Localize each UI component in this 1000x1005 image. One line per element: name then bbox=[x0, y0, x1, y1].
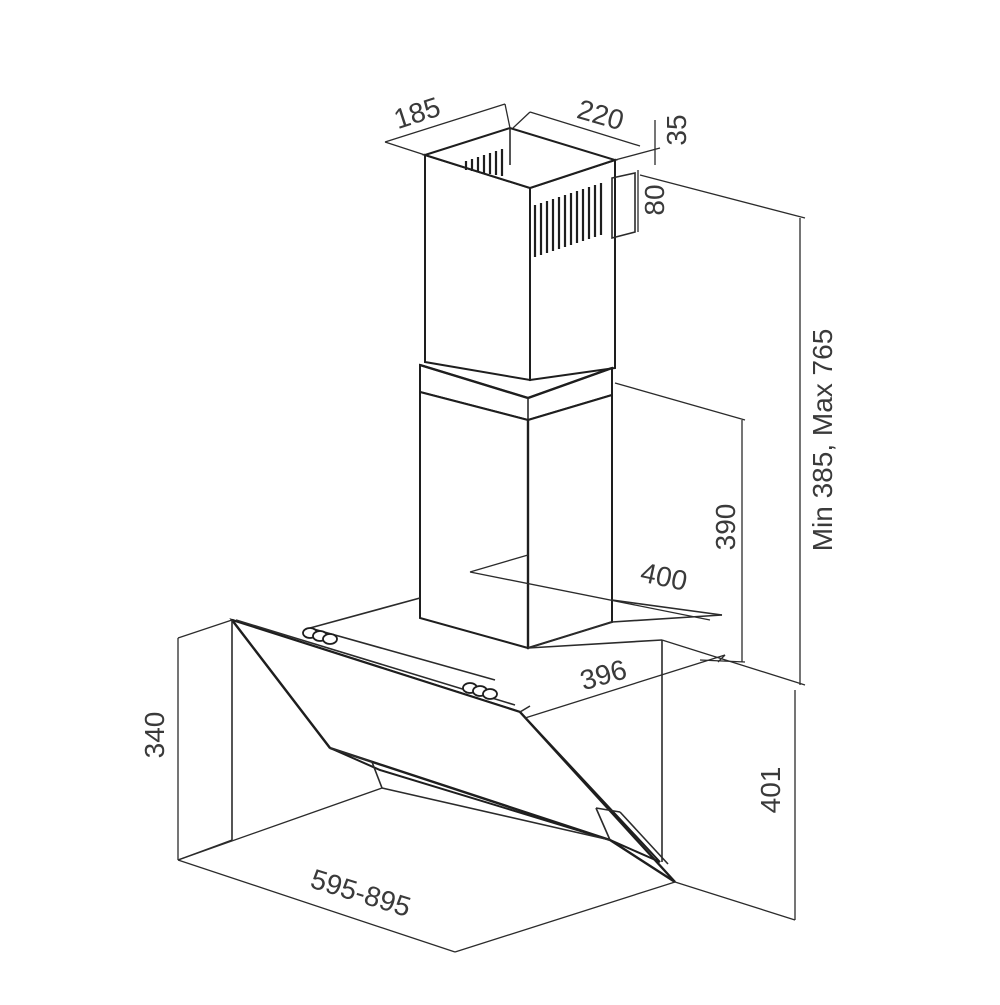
dim-label-chimney-width: 220 bbox=[574, 94, 627, 137]
control-knobs-right bbox=[462, 682, 498, 700]
dim-label-mount-plate-width: 400 bbox=[638, 557, 690, 597]
dim-label-vent-offset: 35 bbox=[661, 114, 692, 145]
dimension-lines bbox=[177, 103, 806, 953]
vent-grille-front bbox=[533, 183, 603, 257]
dim-label-body-height: 401 bbox=[755, 767, 786, 814]
dim-label-hood-width: 595-895 bbox=[307, 863, 414, 923]
hood-body bbox=[229, 618, 676, 884]
lower-chimney bbox=[419, 390, 613, 650]
vent-grille-back bbox=[464, 149, 504, 176]
dim-label-panel-height: 340 bbox=[139, 712, 170, 759]
dim-label-overall-height: Min 385, Max 765 bbox=[807, 329, 838, 552]
upper-chimney bbox=[421, 126, 636, 382]
control-knobs-left bbox=[302, 627, 338, 645]
dim-label-body-depth: 396 bbox=[577, 654, 630, 697]
dim-label-vent-height: 80 bbox=[639, 184, 670, 215]
mount-plate bbox=[309, 597, 723, 681]
dim-label-lower-chimney-height: 390 bbox=[710, 504, 741, 551]
dim-label-chimney-depth: 185 bbox=[390, 91, 444, 135]
